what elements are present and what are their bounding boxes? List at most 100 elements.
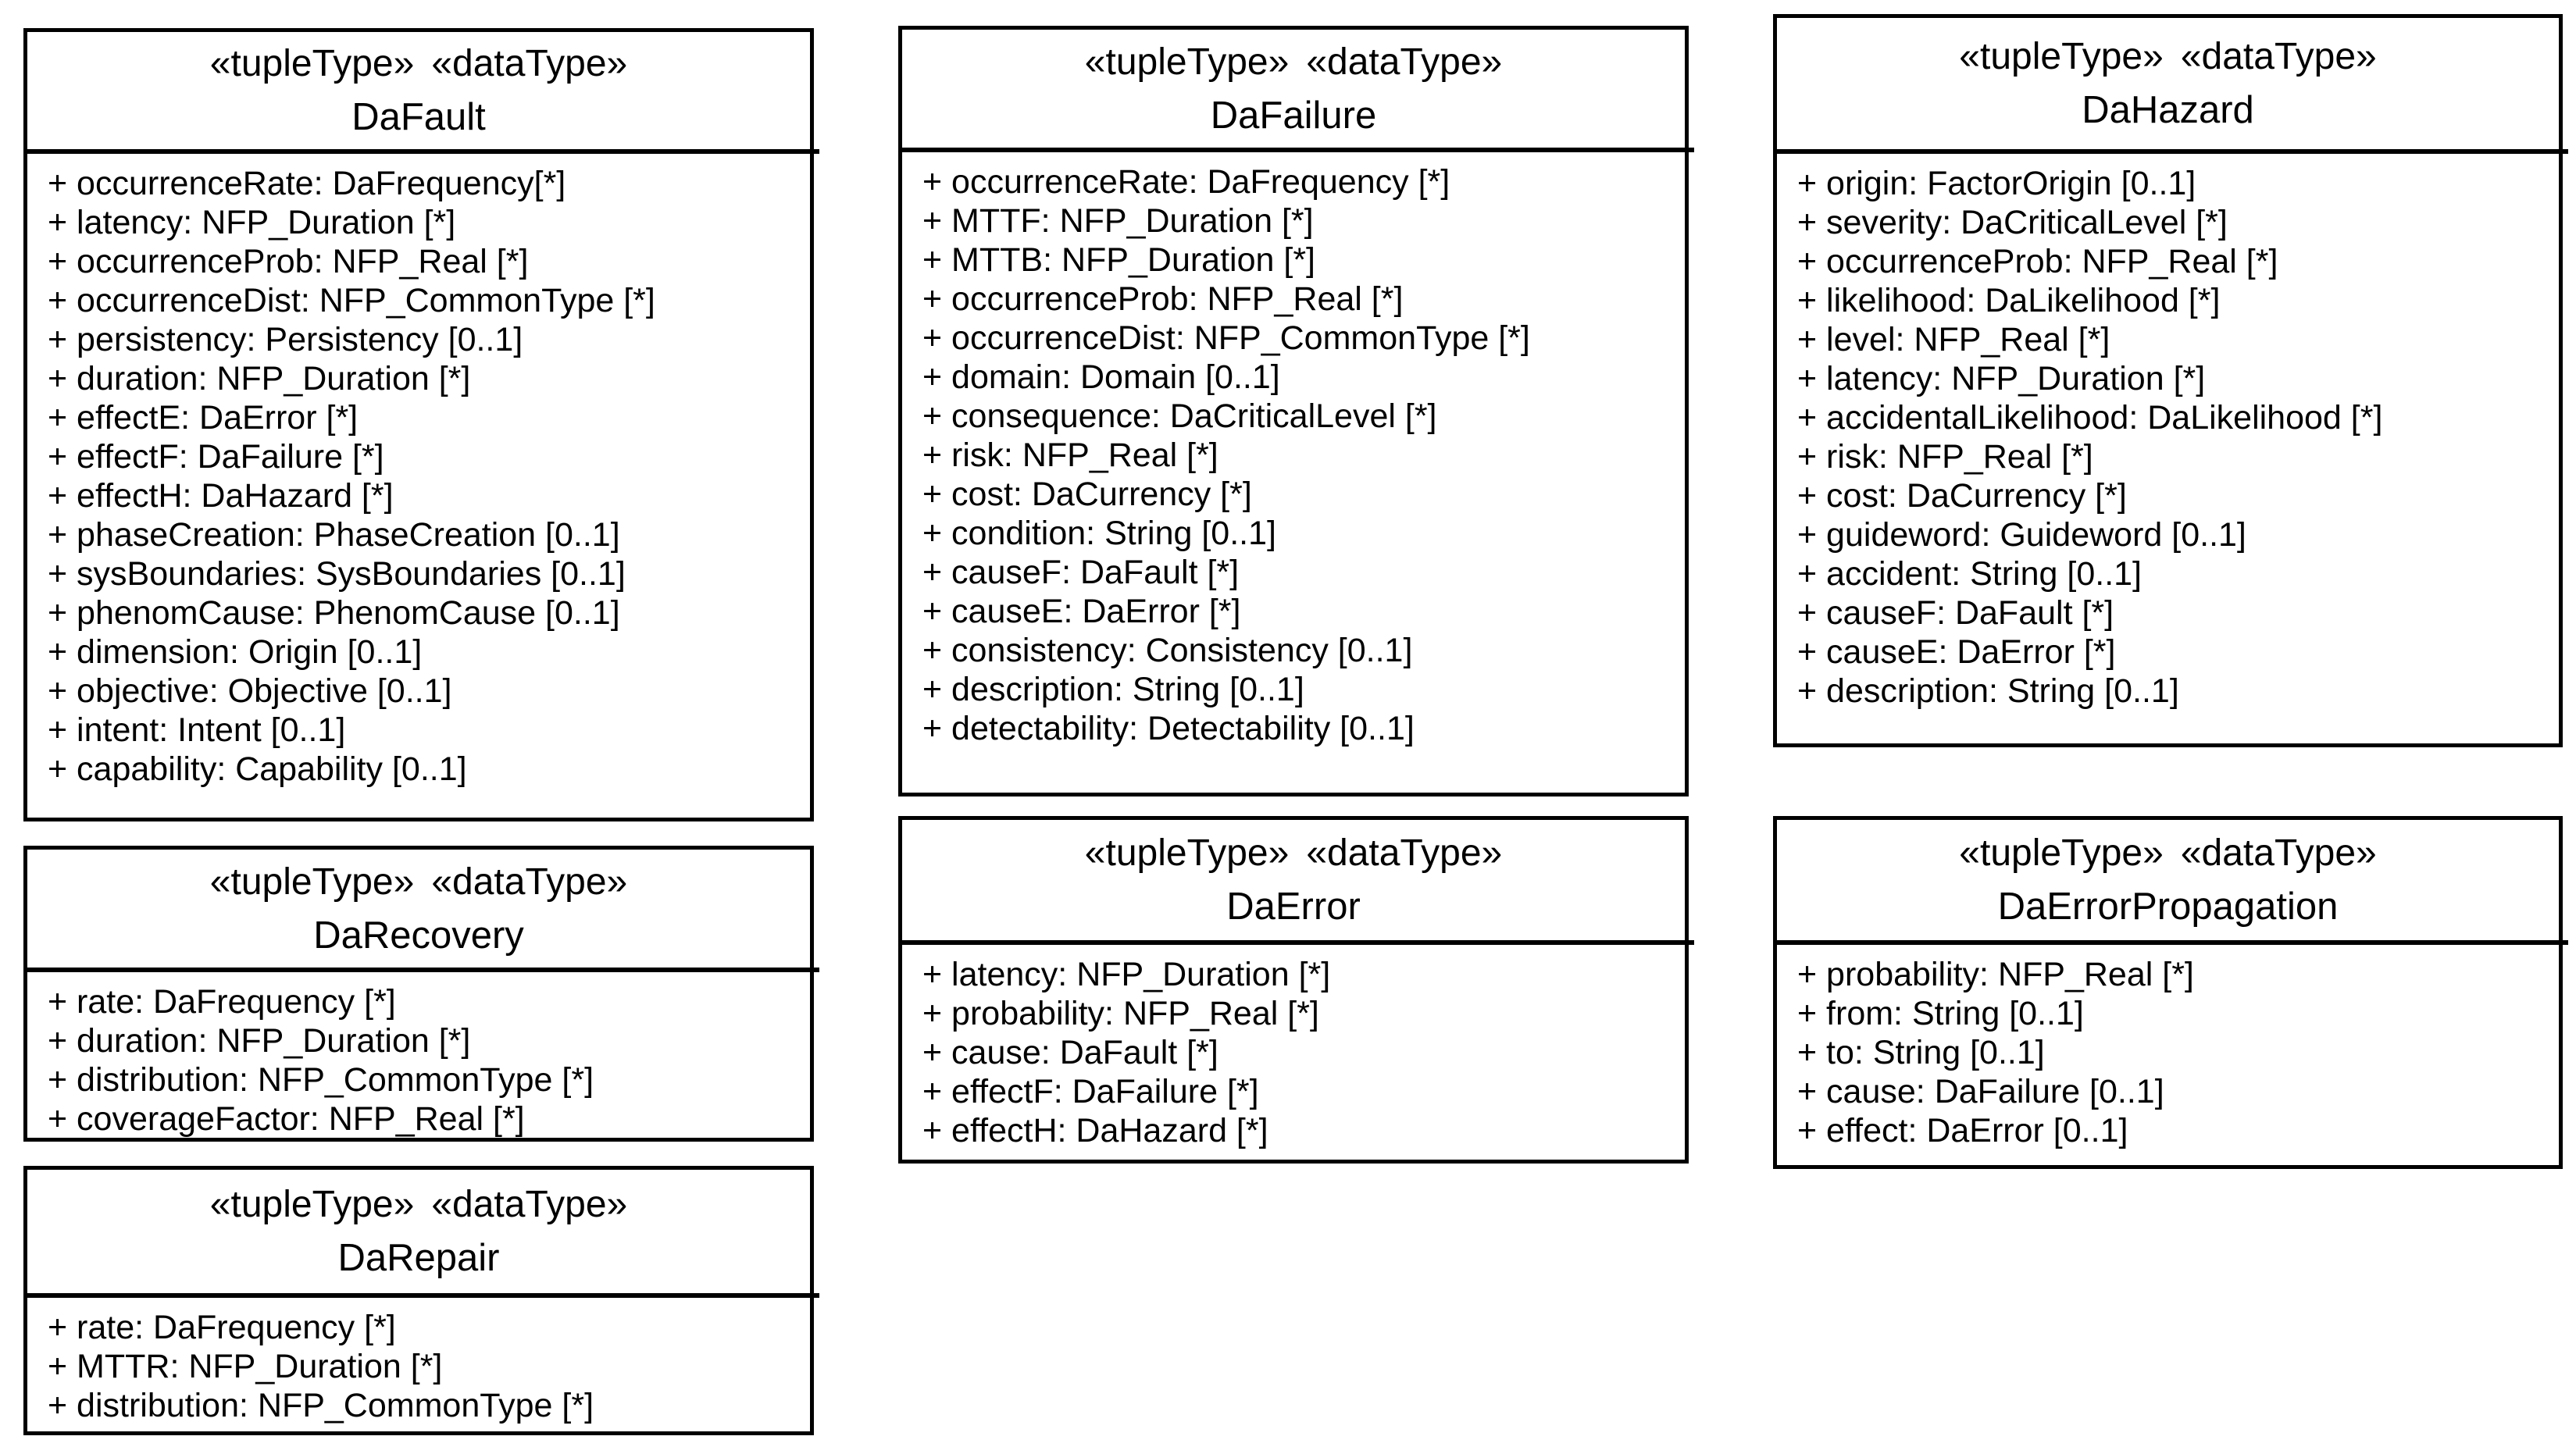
- stereotype-datatype-label: «dataType»: [431, 1184, 628, 1225]
- attribute-line: + phaseCreation: PhaseCreation [0..1]: [48, 516, 620, 554]
- attribute-line: + latency: NFP_Duration [*]: [922, 956, 1331, 993]
- class-box-darepair: «tupleType» «dataType» DaRepair + rate: …: [23, 1166, 819, 1435]
- attribute-line: + causeE: DaError [*]: [1797, 633, 2116, 671]
- attribute-line: + origin: FactorOrigin [0..1]: [1797, 165, 2196, 202]
- class-stereotypes: «tupleType» «dataType»: [210, 856, 627, 909]
- class-name: DaHazard: [2082, 89, 2254, 131]
- attribute-line: + latency: NFP_Duration [*]: [1797, 360, 2206, 397]
- class-header: «tupleType» «dataType» DaRepair: [27, 1170, 819, 1298]
- class-header: «tupleType» «dataType» DaFault: [27, 32, 819, 154]
- attribute-line: + latency: NFP_Duration [*]: [48, 204, 456, 241]
- stereotype-datatype-label: «dataType»: [2180, 36, 2377, 77]
- attribute-line: + occurrenceProb: NFP_Real [*]: [48, 243, 529, 280]
- attribute-line: + occurrenceProb: NFP_Real [*]: [1797, 243, 2278, 280]
- attribute-line: + MTTR: NFP_Duration [*]: [48, 1348, 443, 1385]
- attribute-line: + effectF: DaFailure [*]: [922, 1073, 1259, 1110]
- attribute-line: + duration: NFP_Duration [*]: [48, 1022, 471, 1060]
- attribute-line: + causeF: DaFault [*]: [1797, 594, 2114, 632]
- attribute-line: + occurrenceRate: DaFrequency [*]: [922, 163, 1450, 201]
- attribute-line: + level: NFP_Real [*]: [1797, 321, 2110, 358]
- class-name: DaRepair: [337, 1237, 500, 1279]
- attribute-line: + rate: DaFrequency [*]: [48, 1309, 396, 1346]
- attribute-line: + effectH: DaHazard [*]: [48, 477, 394, 515]
- class-stereotypes: «tupleType» «dataType»: [1959, 827, 2376, 880]
- class-header: «tupleType» «dataType» DaFailure: [902, 30, 1694, 152]
- attribute-line: + rate: DaFrequency [*]: [48, 983, 396, 1021]
- attribute-line: + objective: Objective [0..1]: [48, 672, 452, 710]
- attribute-line: + distribution: NFP_CommonType [*]: [48, 1061, 594, 1099]
- attribute-line: + cost: DaCurrency [*]: [1797, 477, 2127, 515]
- class-box-dafault: «tupleType» «dataType» DaFault + occurre…: [23, 28, 819, 821]
- attribute-line: + domain: Domain [0..1]: [922, 358, 1280, 396]
- class-stereotypes: «tupleType» «dataType»: [1085, 36, 1502, 89]
- attribute-line: + causeF: DaFault [*]: [922, 554, 1240, 591]
- attribute-line: + condition: String [0..1]: [922, 515, 1276, 552]
- class-header: «tupleType» «dataType» DaRecovery: [27, 850, 819, 972]
- attribute-line: + severity: DaCriticalLevel [*]: [1797, 204, 2228, 241]
- attribute-line: + description: String [0..1]: [922, 671, 1304, 708]
- attribute-line: + effectH: DaHazard [*]: [922, 1112, 1268, 1149]
- attribute-line: + causeE: DaError [*]: [922, 593, 1241, 630]
- attribute-line: + cause: DaFault [*]: [922, 1034, 1218, 1071]
- class-name: DaRecovery: [313, 914, 524, 957]
- class-box-dafailure: «tupleType» «dataType» DaFailure + occur…: [898, 26, 1694, 796]
- class-stereotypes: «tupleType» «dataType»: [1085, 827, 1502, 880]
- attribute-line: + accidentalLikelihood: DaLikelihood [*]: [1797, 399, 2383, 437]
- attribute-line: + description: String [0..1]: [1797, 672, 2179, 710]
- attribute-line: + consequence: DaCriticalLevel [*]: [922, 397, 1437, 435]
- class-box-daerror: «tupleType» «dataType» DaError + latency…: [898, 816, 1694, 1164]
- class-stereotypes: «tupleType» «dataType»: [210, 1178, 627, 1231]
- attribute-line: + effectF: DaFailure [*]: [48, 438, 384, 476]
- attributes-compartment: + origin: FactorOrigin [0..1]+ severity:…: [1777, 154, 2559, 711]
- attribute-line: + to: String [0..1]: [1797, 1034, 2045, 1071]
- class-box-darecovery: «tupleType» «dataType» DaRecovery + rate…: [23, 846, 819, 1142]
- class-header: «tupleType» «dataType» DaErrorPropagatio…: [1777, 820, 2568, 945]
- attribute-line: + probability: NFP_Real [*]: [922, 995, 1319, 1032]
- class-header: «tupleType» «dataType» DaError: [902, 820, 1694, 945]
- attributes-compartment: + occurrenceRate: DaFrequency [*]+ MTTF:…: [902, 152, 1685, 748]
- attribute-line: + from: String [0..1]: [1797, 995, 2084, 1032]
- attribute-line: + intent: Intent [0..1]: [48, 711, 346, 749]
- attribute-line: + cause: DaFailure [0..1]: [1797, 1073, 2164, 1110]
- class-name: DaFailure: [1210, 94, 1377, 137]
- attribute-line: + cost: DaCurrency [*]: [922, 476, 1252, 513]
- attribute-line: + guideword: Guideword [0..1]: [1797, 516, 2246, 554]
- attributes-compartment: + rate: DaFrequency [*]+ duration: NFP_D…: [27, 972, 810, 1139]
- stereotype-datatype-label: «dataType»: [1306, 41, 1503, 83]
- stereotype-tupletype-label: «tupleType»: [1959, 832, 2164, 874]
- stereotype-tupletype-label: «tupleType»: [1959, 36, 2164, 77]
- attribute-line: + coverageFactor: NFP_Real [*]: [48, 1100, 525, 1138]
- attribute-line: + likelihood: DaLikelihood [*]: [1797, 282, 2221, 319]
- class-stereotypes: «tupleType» «dataType»: [1959, 30, 2376, 84]
- stereotype-datatype-label: «dataType»: [431, 43, 628, 84]
- attribute-line: + probability: NFP_Real [*]: [1797, 956, 2194, 993]
- class-box-dahazard: «tupleType» «dataType» DaHazard + origin…: [1773, 14, 2568, 747]
- attribute-line: + consistency: Consistency [0..1]: [922, 632, 1413, 669]
- attribute-line: + occurrenceProb: NFP_Real [*]: [922, 280, 1404, 318]
- attribute-line: + risk: NFP_Real [*]: [922, 437, 1218, 474]
- attribute-line: + MTTB: NFP_Duration [*]: [922, 241, 1316, 279]
- attribute-line: + persistency: Persistency [0..1]: [48, 321, 523, 358]
- attribute-line: + occurrenceRate: DaFrequency[*]: [48, 165, 566, 202]
- attribute-line: + effectE: DaError [*]: [48, 399, 359, 437]
- class-box-daerrorpropagation: «tupleType» «dataType» DaErrorPropagatio…: [1773, 816, 2568, 1169]
- attribute-line: + risk: NFP_Real [*]: [1797, 438, 2093, 476]
- stereotype-tupletype-label: «tupleType»: [1084, 41, 1290, 83]
- attributes-compartment: + latency: NFP_Duration [*]+ probability…: [902, 945, 1685, 1150]
- class-stereotypes: «tupleType» «dataType»: [210, 37, 627, 91]
- attribute-line: + MTTF: NFP_Duration [*]: [922, 202, 1314, 240]
- attribute-line: + sysBoundaries: SysBoundaries [0..1]: [48, 555, 626, 593]
- attributes-compartment: + probability: NFP_Real [*]+ from: Strin…: [1777, 945, 2559, 1150]
- attribute-line: + detectability: Detectability [0..1]: [922, 710, 1415, 747]
- stereotype-tupletype-label: «tupleType»: [209, 1184, 415, 1225]
- class-name: DaErrorPropagation: [1997, 886, 2339, 928]
- class-header: «tupleType» «dataType» DaHazard: [1777, 18, 2568, 154]
- stereotype-datatype-label: «dataType»: [1306, 832, 1503, 874]
- stereotype-tupletype-label: «tupleType»: [209, 861, 415, 903]
- class-name: DaError: [1226, 886, 1361, 928]
- class-name: DaFault: [351, 96, 486, 138]
- attributes-compartment: + occurrenceRate: DaFrequency[*]+ latenc…: [27, 154, 810, 789]
- attribute-line: + phenomCause: PhenomCause [0..1]: [48, 594, 620, 632]
- stereotype-datatype-label: «dataType»: [431, 861, 628, 903]
